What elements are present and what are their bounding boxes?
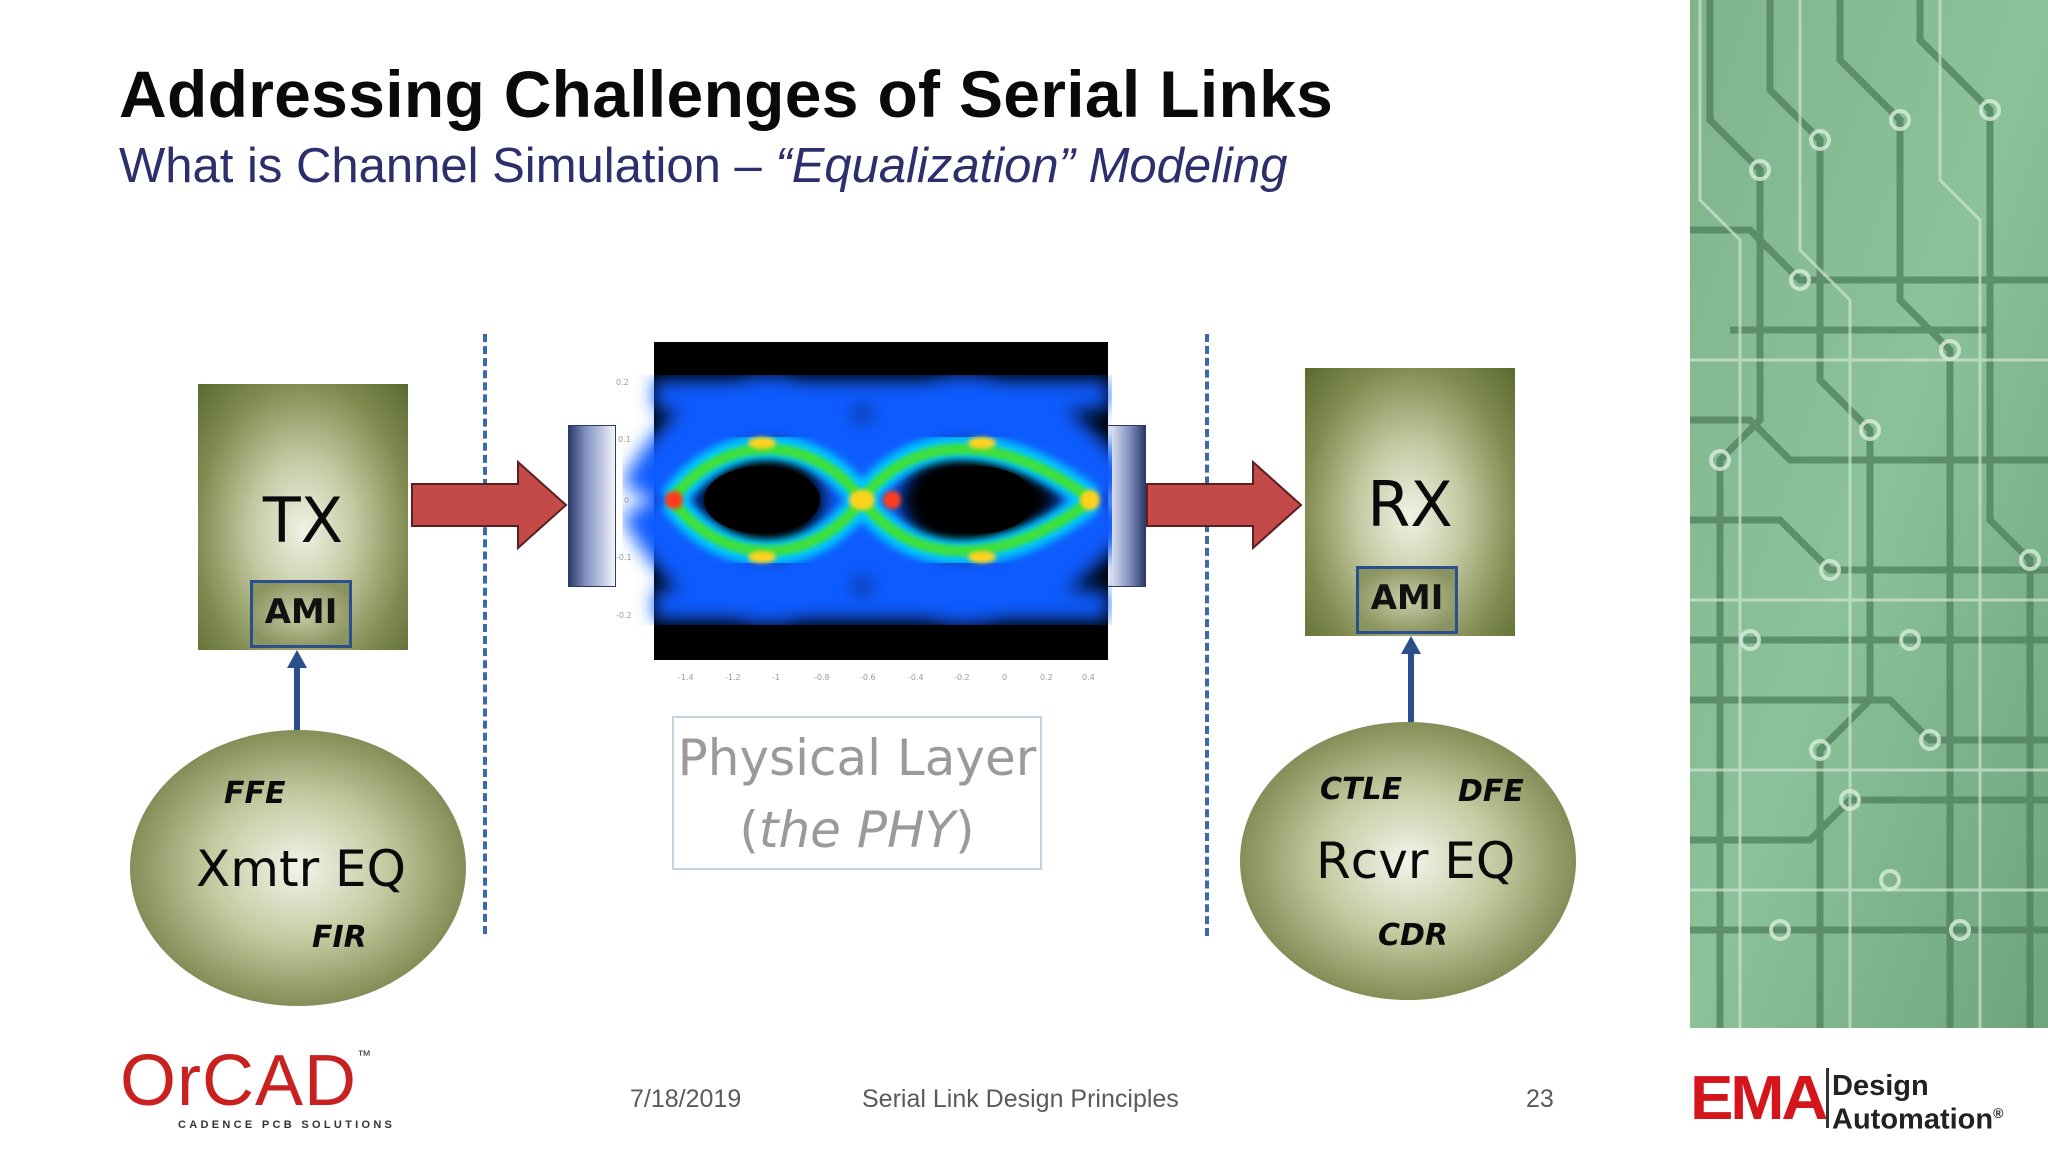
xmtr-to-tx-arrow <box>287 650 307 734</box>
orcad-tagline: CADENCE PCB SOLUTIONS <box>178 1119 396 1131</box>
ema-logo-automation: Automation® <box>1832 1103 2004 1136</box>
ema-logo-design: Design <box>1832 1070 1929 1102</box>
eye-y-tick: 0 <box>624 496 629 505</box>
footer-title: Serial Link Design Principles <box>862 1085 1179 1113</box>
subtitle-prefix: What is Channel Simulation – <box>119 139 776 193</box>
physical-layer-line1: Physical Layer <box>677 729 1037 787</box>
eye-x-tick: -0.8 <box>814 673 830 682</box>
rcvr-eq-oval: CTLE DFE Rcvr EQ CDR <box>1240 722 1576 1000</box>
footer-date: 7/18/2019 <box>630 1085 742 1113</box>
channel-right-plate <box>1106 425 1146 587</box>
tx-block: TX AMI <box>198 384 408 650</box>
eye-y-tick: -0.1 <box>616 553 632 562</box>
eye-x-tick: 0 <box>1002 673 1007 682</box>
eye-diagram: 0.2 0.1 0 -0.1 -0.2 -1.4 -1.2 -1 -0.8 -0… <box>612 340 1112 690</box>
rcvr-to-rx-arrow <box>1401 636 1421 722</box>
eye-x-tick: 0.2 <box>1040 673 1053 682</box>
eye-x-tick: -1.2 <box>725 673 741 682</box>
subtitle-emphasis: “Equalization” Modeling <box>775 139 1288 193</box>
eye-y-tick: 0.1 <box>618 435 631 444</box>
xmtr-eq-oval: FFE Xmtr EQ FIR <box>130 730 466 1006</box>
eye-x-tick: -0.6 <box>860 673 876 682</box>
orcad-trademark: ™ <box>357 1047 372 1063</box>
rcvr-tag-dfe: DFE <box>1458 774 1524 809</box>
rx-ami-badge: AMI <box>1356 566 1458 634</box>
eye-y-tick: 0.2 <box>616 378 629 387</box>
ema-logo-wordmark: EMA <box>1690 1064 1828 1133</box>
eye-x-tick: -0.2 <box>954 673 970 682</box>
slide-subtitle: What is Channel Simulation – “Equalizati… <box>119 138 1287 194</box>
eye-diagram-plot: 0.2 0.1 0 -0.1 -0.2 -1.4 -1.2 -1 -0.8 -0… <box>616 342 1112 682</box>
channel-to-rx-arrow <box>1146 460 1303 550</box>
channel-left-plate <box>568 425 616 587</box>
eye-x-tick: -0.4 <box>908 673 924 682</box>
xmtr-eq-label: Xmtr EQ <box>196 840 406 898</box>
orcad-wordmark: OrCAD <box>120 1041 357 1121</box>
ema-registered-mark: ® <box>1993 1105 2004 1121</box>
left-boundary-line <box>483 334 487 934</box>
rcvr-tag-ctle: CTLE <box>1320 772 1403 807</box>
footer-page-number: 23 <box>1526 1085 1554 1113</box>
right-boundary-line <box>1205 334 1209 936</box>
pcb-background-image <box>1690 0 2048 1028</box>
eye-x-tick: -1.4 <box>678 673 694 682</box>
xmtr-tag-fir: FIR <box>312 920 367 955</box>
rcvr-eq-label: Rcvr EQ <box>1316 832 1516 890</box>
rcvr-tag-cdr: CDR <box>1378 918 1449 953</box>
xmtr-tag-ffe: FFE <box>224 776 286 811</box>
ema-logo-divider <box>1826 1068 1829 1128</box>
eye-x-tick: 0.4 <box>1082 673 1095 682</box>
physical-layer-label: Physical Layer (the PHY) <box>672 716 1042 870</box>
orcad-logo: OrCAD™ CADENCE PCB SOLUTIONS <box>120 1045 395 1131</box>
rx-label: RX <box>1367 468 1453 541</box>
rx-block: RX AMI <box>1305 368 1515 636</box>
tx-ami-badge: AMI <box>250 580 352 648</box>
tx-label: TX <box>262 484 344 557</box>
eye-x-tick: -1 <box>772 673 780 682</box>
tx-to-channel-arrow <box>411 460 568 550</box>
eye-y-tick: -0.2 <box>616 611 632 620</box>
slide-title: Addressing Challenges of Serial Links <box>119 57 1334 131</box>
pcb-traces-graphic <box>1690 0 2048 1028</box>
physical-layer-line2: (the PHY) <box>739 801 975 859</box>
